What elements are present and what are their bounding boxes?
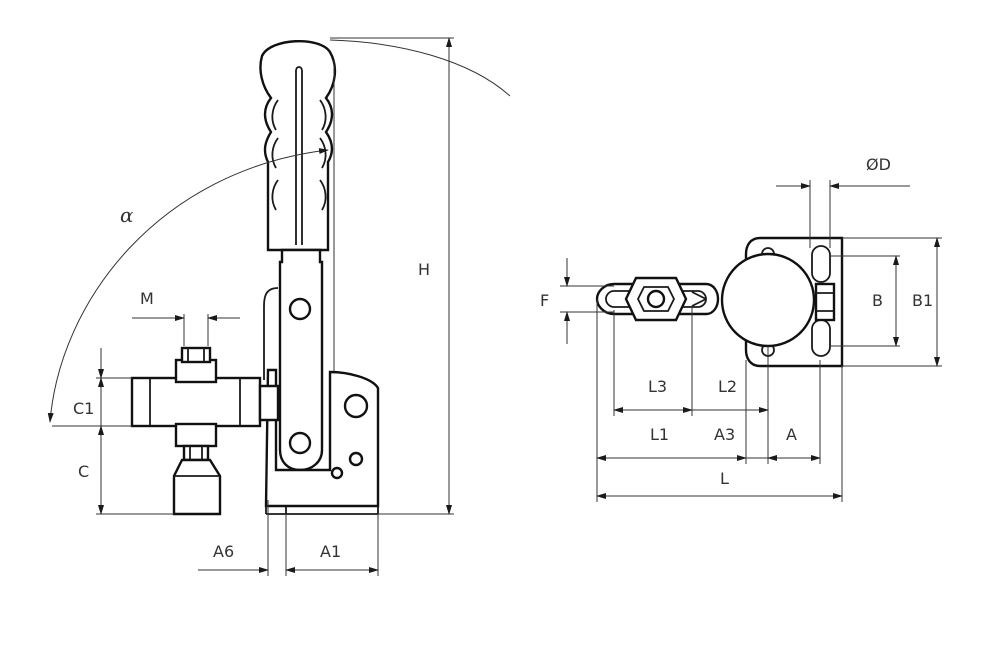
label-b1: B1 xyxy=(912,291,933,310)
dim-h: H xyxy=(330,37,454,515)
label-od: ØD xyxy=(866,155,891,174)
handle-knob xyxy=(720,252,816,348)
label-c1: C1 xyxy=(73,399,94,418)
link-bar xyxy=(263,287,279,380)
label-alpha: α xyxy=(120,203,134,227)
label-a: A xyxy=(786,425,797,444)
label-h: H xyxy=(418,260,430,279)
pivot-pin xyxy=(814,282,836,322)
label-l: L xyxy=(720,469,729,488)
side-view: α M C1 C H xyxy=(47,37,511,576)
swing-arc xyxy=(47,148,329,423)
label-b: B xyxy=(872,291,883,310)
base-body xyxy=(264,368,380,515)
spindle-bar xyxy=(130,346,280,516)
label-c: C xyxy=(78,462,89,481)
label-a3: A3 xyxy=(714,425,735,444)
label-f: F xyxy=(540,291,549,310)
label-l1: L1 xyxy=(650,425,669,444)
top-view: F L3 L2 L1 A3 A L ØD xyxy=(540,155,942,502)
label-m: M xyxy=(140,289,154,308)
dim-m: M xyxy=(132,289,240,346)
dim-a6-a1: A6 A1 xyxy=(198,500,379,576)
dim-c: C1 C xyxy=(52,348,174,515)
dim-f: F xyxy=(540,258,614,344)
dim-b: B B1 xyxy=(830,237,942,367)
label-a1: A1 xyxy=(320,542,341,561)
handle-arc xyxy=(329,39,511,97)
handle-grip xyxy=(259,40,337,252)
label-l3: L3 xyxy=(648,377,667,396)
label-l2: L2 xyxy=(718,377,737,396)
label-a6: A6 xyxy=(213,542,234,561)
dim-od: ØD xyxy=(776,155,910,248)
